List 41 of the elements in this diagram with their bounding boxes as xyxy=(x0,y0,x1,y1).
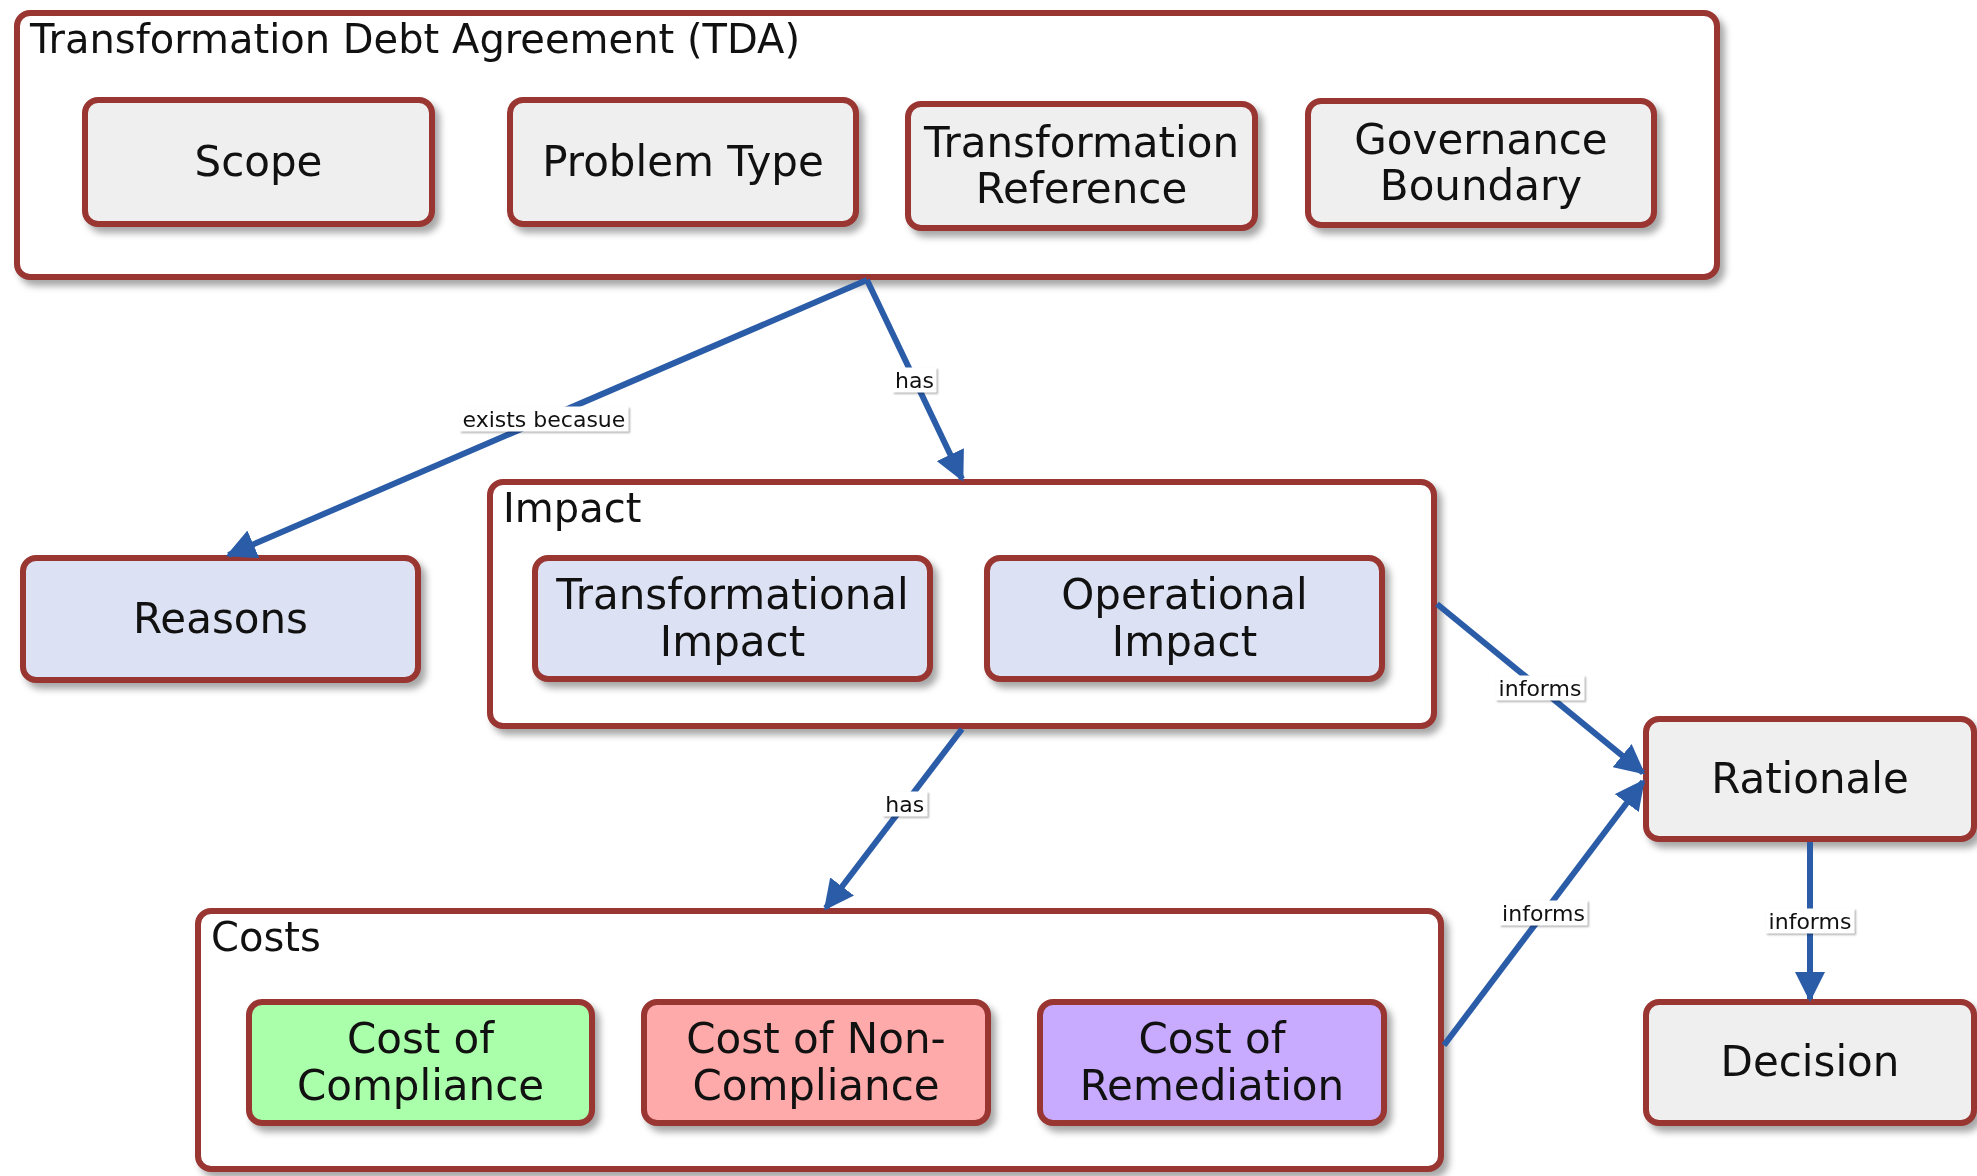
group-title: Transformation Debt Agreement (TDA) xyxy=(30,16,800,62)
box-label: Scope xyxy=(193,138,324,186)
concept-box xyxy=(246,999,595,1126)
group-box xyxy=(195,908,1444,1172)
concept-box xyxy=(20,555,421,683)
arrow xyxy=(823,727,965,911)
arrow xyxy=(1441,779,1646,1048)
arrow xyxy=(1435,601,1646,775)
edge-label: exists becasue xyxy=(459,406,629,432)
group-title: Costs xyxy=(211,914,321,960)
arrow xyxy=(864,278,965,482)
group-box xyxy=(487,479,1437,729)
edge-label: has xyxy=(892,367,937,392)
edge-label: informs xyxy=(1499,900,1588,926)
box-label: Decision xyxy=(1719,1039,1901,1086)
group-box xyxy=(14,10,1720,280)
group-title: Impact xyxy=(503,485,642,531)
concept-box xyxy=(984,555,1385,682)
concept-box xyxy=(1037,999,1387,1126)
concept-box xyxy=(507,97,859,227)
concept-box xyxy=(82,97,435,227)
box-label: Reasons xyxy=(132,595,309,643)
concept-box xyxy=(905,101,1258,231)
box-label: Cost of Non-Compliance xyxy=(685,1016,947,1109)
box-label: Governance Boundary xyxy=(1353,116,1609,210)
box-label: Transformation Reference xyxy=(922,119,1241,213)
edge-label: has xyxy=(882,791,928,817)
box-label: Transformational Impact xyxy=(555,572,910,665)
concept-box xyxy=(641,999,991,1126)
box-label: Problem Type xyxy=(541,138,825,186)
concept-box xyxy=(1643,716,1977,842)
box-label: Cost of Compliance xyxy=(295,1016,546,1109)
edge-label: informs xyxy=(1495,675,1585,701)
box-label: Cost of Remediation xyxy=(1078,1016,1346,1109)
concept-box xyxy=(532,555,933,682)
concept-box xyxy=(1305,98,1657,228)
concept-box xyxy=(1643,999,1977,1126)
edge-label: informs xyxy=(1765,908,1855,933)
box-label: Rationale xyxy=(1710,755,1910,803)
box-label: Operational Impact xyxy=(1060,572,1309,665)
arrow xyxy=(225,277,869,559)
